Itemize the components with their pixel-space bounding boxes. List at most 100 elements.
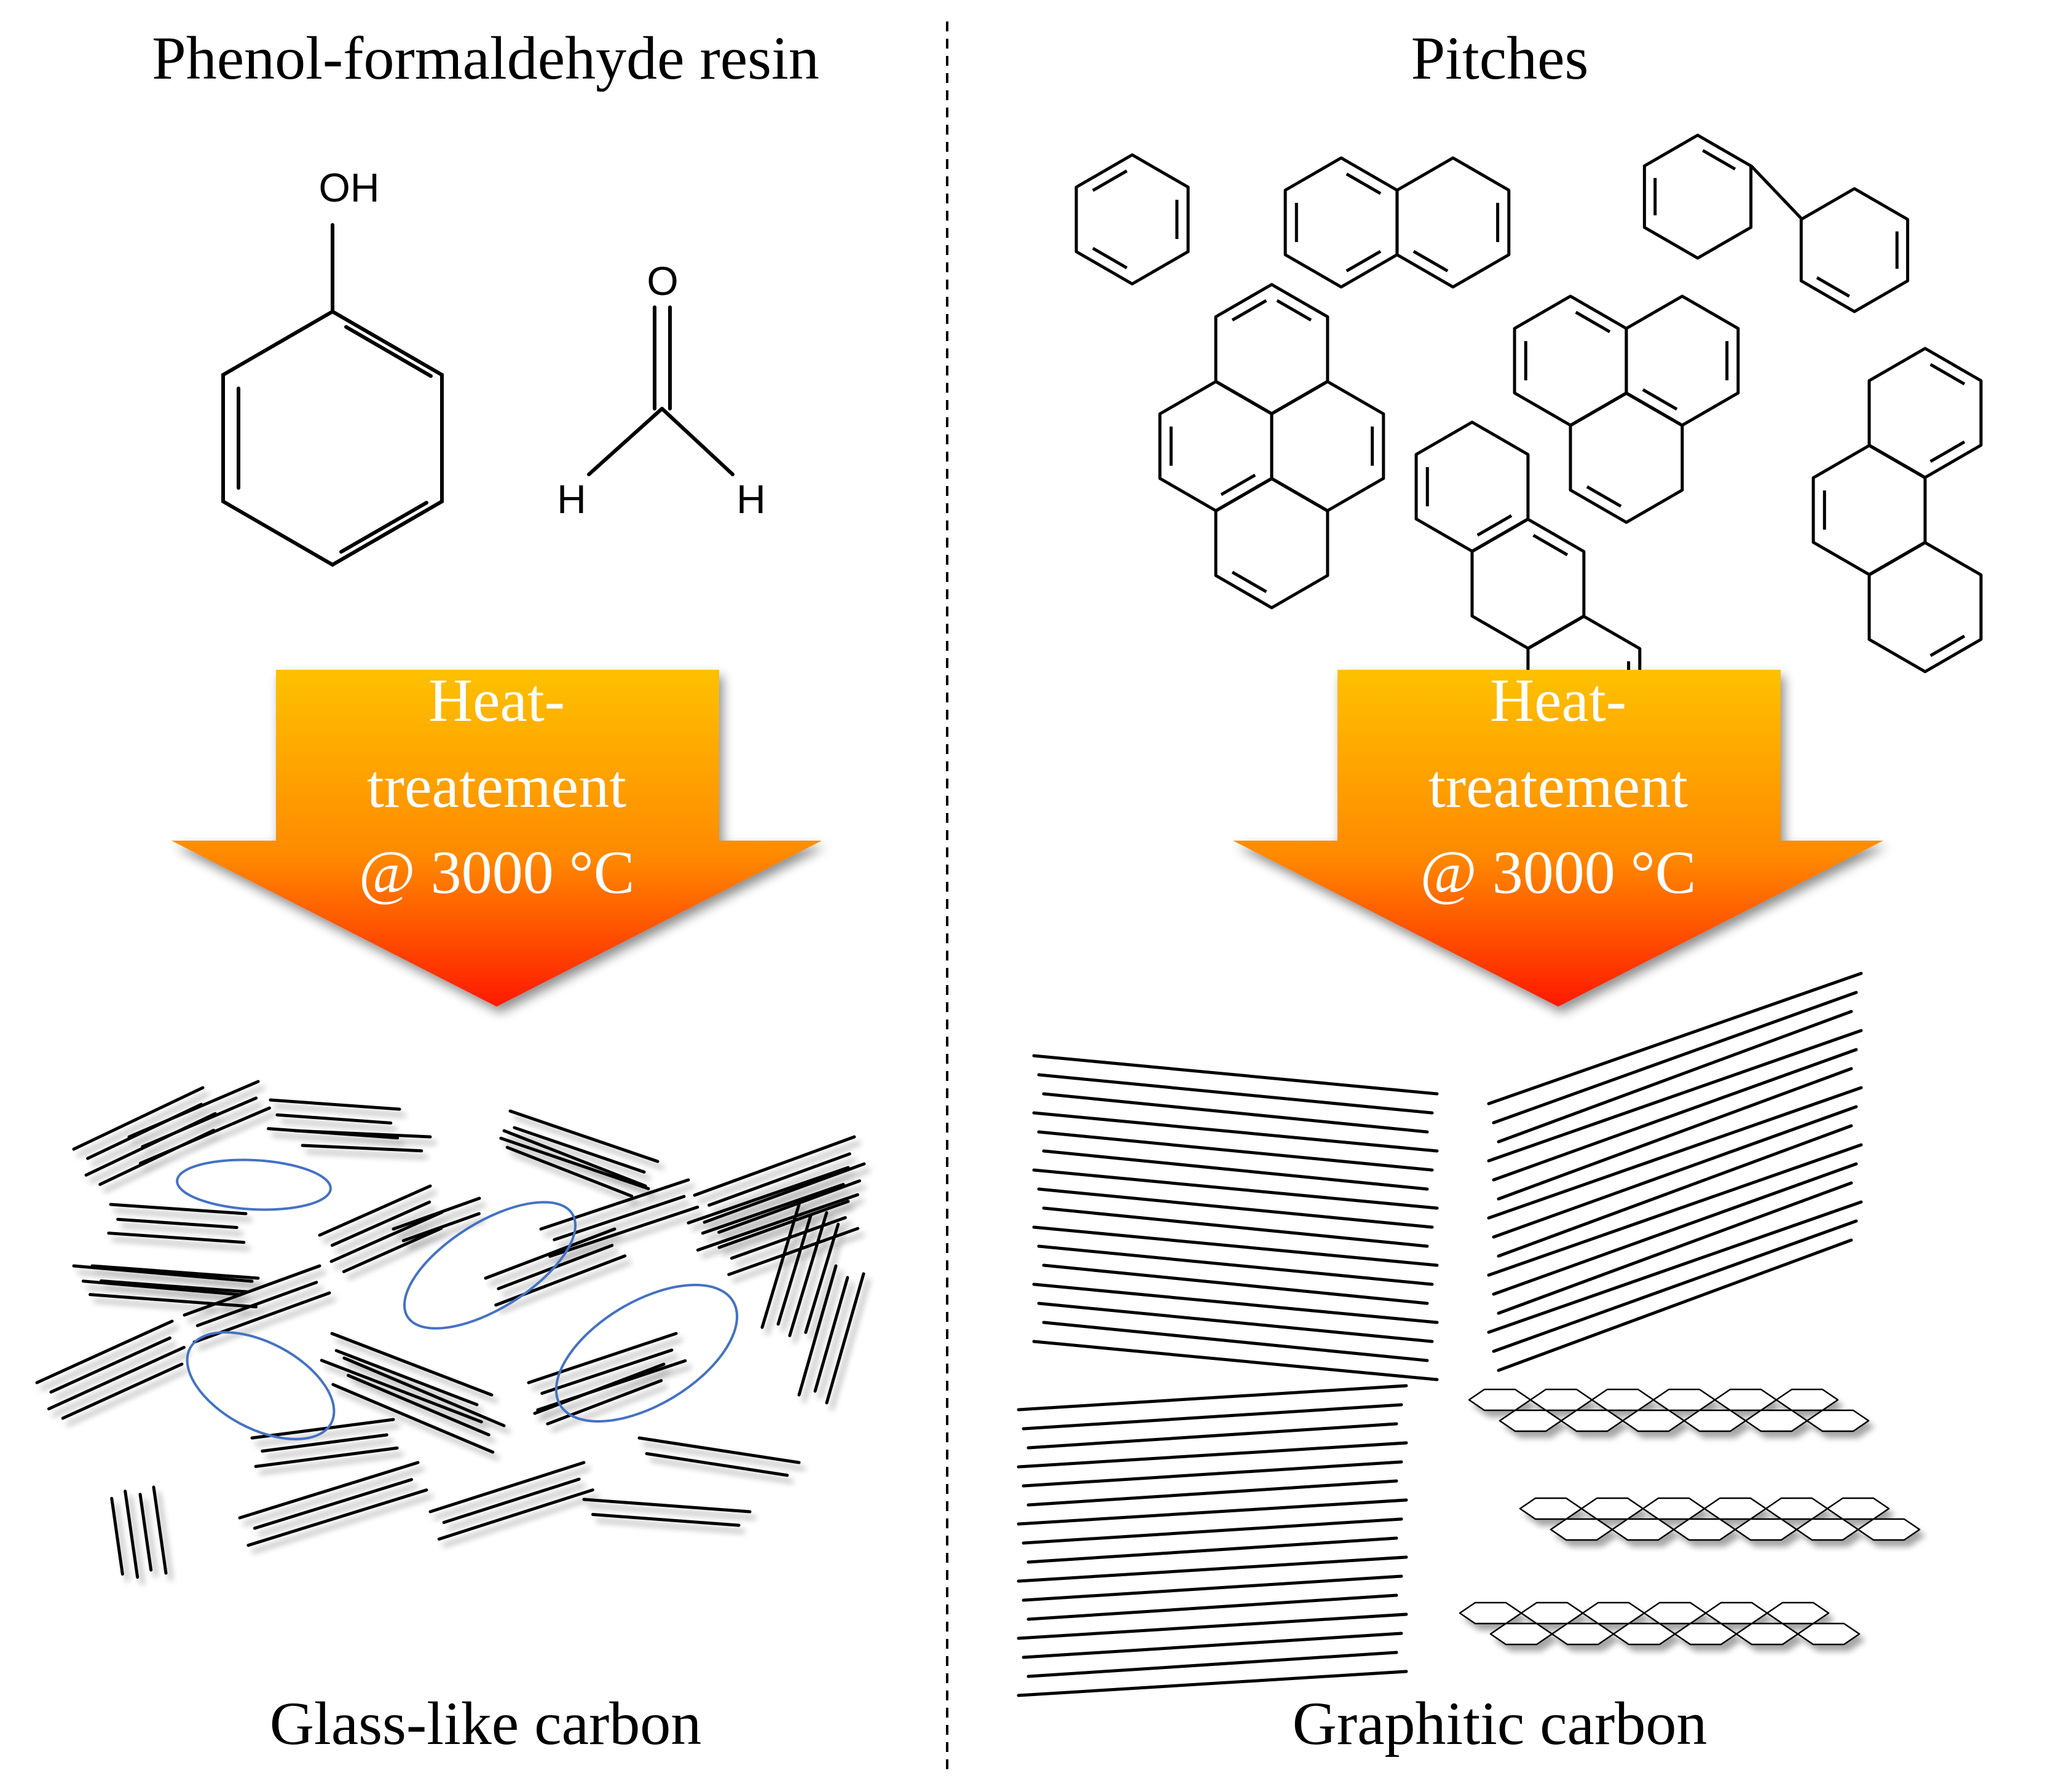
graphene-hexagon: [1621, 1409, 1685, 1432]
carbon-layer-line: [331, 1383, 495, 1454]
formaldehyde-o-label: O: [647, 258, 678, 304]
graphene-hexagon: [1765, 1497, 1829, 1520]
graphene-hexagon: [1612, 1622, 1676, 1646]
carbon-layer-line: [825, 1272, 865, 1405]
carbon-layer-line: [701, 1183, 845, 1235]
carbon-layer-line: [253, 1478, 414, 1530]
graphite-layer-line: [1037, 1073, 1434, 1115]
carbon-layer-line: [49, 1336, 171, 1394]
graphitic-carbon-label: Graphitic carbon: [1292, 1689, 1708, 1758]
carbon-layer-line: [35, 1319, 174, 1384]
carbon-layer-line: [637, 1436, 801, 1464]
carbon-layer-line: [392, 1196, 481, 1231]
graphite-layer-line: [1497, 1238, 1853, 1372]
carbon-layer-line: [110, 1496, 124, 1576]
graphene-hexagon: [1744, 1409, 1808, 1432]
carbon-layer-line: [696, 1193, 859, 1252]
carbon-layer-line: [546, 1379, 663, 1426]
graphite-layer-line: [1497, 1067, 1853, 1201]
phenol-molecule: [221, 223, 444, 567]
graphene-hexagon: [1489, 1622, 1553, 1646]
carbon-layer-line: [687, 1166, 850, 1225]
graphite-layer-line: [1037, 1130, 1434, 1172]
carbon-layer-line: [513, 1126, 646, 1174]
graphene-hexagon: [1642, 1497, 1706, 1520]
right-panel-title: Pitches: [1411, 24, 1589, 92]
left-arrow-line2: treatement: [367, 752, 626, 820]
graphite-layer-line: [1492, 1162, 1858, 1296]
graphite-layer-line: [1497, 1181, 1853, 1315]
pore-ellipse: [554, 1284, 739, 1423]
glass-like-carbon-pores: [176, 1158, 739, 1440]
graphene-hexagon: [1652, 1388, 1716, 1412]
carbon-layer-line: [81, 1279, 242, 1297]
graphene-hexagon: [1683, 1409, 1747, 1432]
carbon-layer-line: [499, 1136, 650, 1190]
graphite-layer-line: [1032, 1282, 1439, 1324]
carbon-layer-line: [582, 1498, 752, 1514]
graphene-hexagon: [1795, 1518, 1859, 1541]
carbon-layer-line: [269, 1098, 401, 1111]
carbon-layer-line: [275, 1113, 393, 1125]
carbon-layer-line: [527, 1332, 678, 1384]
pyrene-ring: [1158, 380, 1274, 513]
carbon-layer-line: [192, 1291, 331, 1344]
graphite-layer-line: [1017, 1670, 1408, 1697]
fluorene-bridge: [1750, 165, 1803, 221]
phenol-oh-label: OH: [319, 165, 380, 210]
carbon-layer-line: [250, 1418, 395, 1440]
carbon-layer-line: [124, 1490, 140, 1579]
graphite-layer-line: [1497, 1010, 1853, 1144]
carbon-layer-line: [494, 1254, 627, 1307]
graphite-layer-line: [1022, 1460, 1403, 1488]
left-arrow-line1: Heat-: [428, 666, 565, 734]
carbon-layer-line: [329, 1211, 444, 1263]
glass-like-carbon-layers: [35, 1080, 866, 1579]
carbon-layer-line: [183, 1264, 321, 1317]
carbon-layer-line: [760, 1203, 801, 1329]
heat-treatment-arrow-left: [171, 670, 822, 1007]
carbon-layer-line: [707, 1152, 851, 1207]
phenalene-ring: [1867, 541, 1983, 674]
carbon-layer-line: [342, 1227, 443, 1273]
graphite-layer-line: [1022, 1517, 1403, 1545]
graphene-hexagon: [1582, 1601, 1645, 1625]
graphite-layer-line: [1026, 1422, 1398, 1450]
graphene-hexagon: [1704, 1601, 1768, 1625]
carbon-layer-line: [484, 1227, 616, 1280]
carbon-layer-line: [505, 1145, 634, 1198]
graphite-layer-line: [1026, 1651, 1398, 1678]
pyrene-ring: [1270, 380, 1385, 513]
graphite-layer-line: [1032, 1054, 1439, 1096]
heat-treatment-arrow-right: [1233, 670, 1883, 1007]
graphite-layer-line: [1492, 991, 1858, 1125]
carbon-layer-line: [401, 1212, 481, 1243]
graphite-layer-line: [1037, 1244, 1434, 1286]
graphene-sheet: [1459, 1601, 1861, 1646]
formaldehyde-h-right-label: H: [736, 476, 766, 522]
carbon-layer-line: [330, 1200, 431, 1247]
graphite-layer-line: [1487, 1086, 1863, 1220]
graphene-hexagon: [1611, 1518, 1675, 1541]
right-arrow-label: Heat- treatement @ 3000 °C: [1343, 658, 1773, 916]
graphene-hexagon: [1766, 1601, 1830, 1625]
carbon-layer-line: [334, 1349, 479, 1407]
graphite-layer-line: [1017, 1612, 1408, 1640]
graphite-layer-line: [1026, 1536, 1398, 1564]
phenanthrene-ring: [1470, 517, 1586, 650]
carbon-layer-line: [693, 1135, 856, 1197]
graphite-layer-line: [1026, 1479, 1398, 1507]
graphene-hexagon: [1580, 1497, 1644, 1520]
pore-ellipse: [403, 1201, 577, 1330]
graphene-hexagon: [1643, 1601, 1707, 1625]
graphene-hexagon: [1703, 1497, 1767, 1520]
pore-ellipse: [186, 1331, 336, 1440]
naphthalene-ring: [1395, 156, 1511, 289]
right-arrow-line3: @ 3000 °C: [1420, 838, 1696, 906]
carbon-layer-line: [47, 1346, 186, 1411]
graphene-hexagon: [1714, 1388, 1778, 1412]
graphene-hexagon: [1499, 1409, 1562, 1432]
left-arrow-label: Heat- treatement @ 3000 °C: [282, 658, 712, 916]
graphitic-carbon-layers: [1017, 972, 1863, 1697]
fluorene-ring: [1799, 187, 1910, 313]
